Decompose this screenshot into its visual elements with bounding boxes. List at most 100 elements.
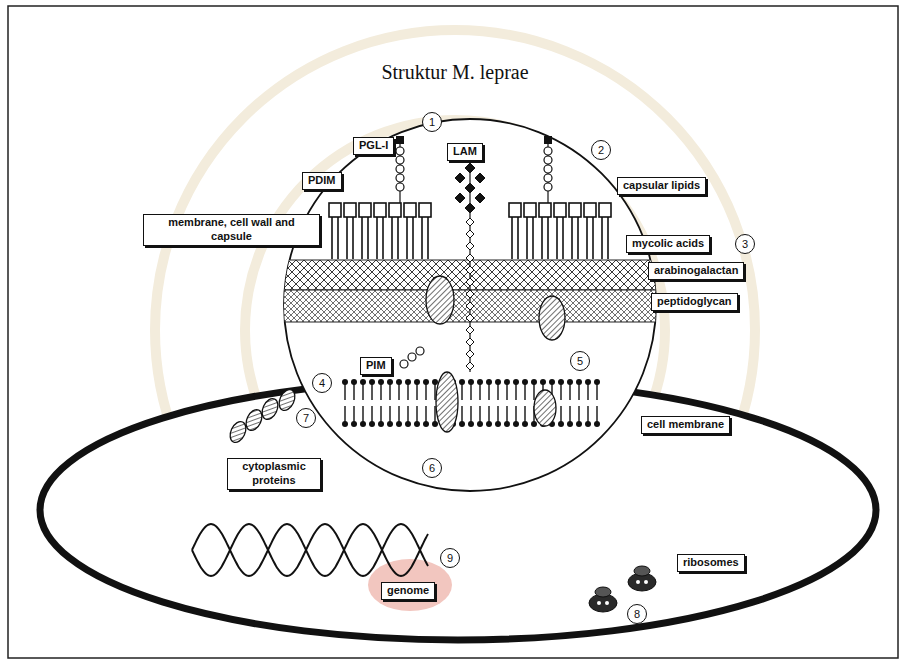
lipid-head xyxy=(369,421,375,427)
lipid-tail xyxy=(389,384,390,400)
mycolic-chain xyxy=(571,217,573,259)
label-box: LAM xyxy=(447,143,483,161)
lipid-head xyxy=(414,379,420,385)
sugar-unit xyxy=(396,174,404,182)
lipid-tail xyxy=(533,384,534,400)
sugar-unit xyxy=(466,254,474,262)
mycolic-chain xyxy=(376,217,378,259)
lipid-head xyxy=(554,203,566,217)
sugar-unit xyxy=(455,193,465,203)
lipid-head xyxy=(522,379,528,385)
label-box: ribosomes xyxy=(677,554,745,572)
mycolic-chain xyxy=(391,217,393,259)
lipid-head xyxy=(549,379,555,385)
lipid-head xyxy=(531,379,537,385)
label-text: 2 xyxy=(598,145,604,156)
mycolic-chain xyxy=(337,217,339,259)
lipid-tail xyxy=(362,384,363,400)
mycolic-chain xyxy=(361,217,363,259)
lipid-tail xyxy=(569,406,570,422)
lipid-head xyxy=(378,379,384,385)
lipid-tail xyxy=(398,406,399,422)
lipid-head xyxy=(584,203,596,217)
sugar-unit xyxy=(465,183,475,193)
mycolic-chain xyxy=(586,217,588,259)
sugar-unit xyxy=(544,136,552,144)
label-text: 9 xyxy=(447,553,453,564)
label-box: cytoplasmic proteins xyxy=(227,458,321,490)
lipid-tail xyxy=(425,406,426,422)
sugar-unit xyxy=(396,165,404,173)
label-text: genome xyxy=(387,584,429,598)
sugar-unit xyxy=(466,314,474,322)
mycolic-chain xyxy=(577,217,579,259)
lipid-tail xyxy=(506,384,507,400)
sugar-unit xyxy=(466,266,474,274)
lipid-tail xyxy=(353,384,354,400)
lipid-tail xyxy=(569,384,570,400)
lipid-head xyxy=(513,421,519,427)
sugar-unit xyxy=(408,353,416,361)
protein xyxy=(534,390,556,426)
sugar-unit xyxy=(466,218,474,226)
lipid-tail xyxy=(344,384,345,400)
label-text: 7 xyxy=(303,413,309,424)
lipid-head xyxy=(404,203,416,217)
mycolic-chain xyxy=(607,217,609,259)
mycolic-chain xyxy=(526,217,528,259)
dna-strand xyxy=(192,524,428,576)
label-text: PDIM xyxy=(308,174,336,188)
lipid-tail xyxy=(398,384,399,400)
lipid-tail xyxy=(560,406,561,422)
lipid-head xyxy=(405,379,411,385)
sugar-unit xyxy=(396,183,404,191)
lipid-tail xyxy=(515,384,516,400)
sugar-unit xyxy=(544,174,552,182)
lipid-head xyxy=(569,203,581,217)
lipid-tail xyxy=(470,406,471,422)
label-text: peptidoglycan xyxy=(657,295,732,309)
lipid-tail xyxy=(461,406,462,422)
protein xyxy=(259,396,281,422)
mycolic-chain xyxy=(592,217,594,259)
lipid-tail xyxy=(479,406,480,422)
mycolic-chain xyxy=(331,217,333,259)
label-text: PIM xyxy=(366,359,386,373)
lipid-head xyxy=(432,421,438,427)
callout-number: 2 xyxy=(591,140,611,160)
protein xyxy=(539,296,565,340)
lipid-head xyxy=(594,379,600,385)
ribosome xyxy=(597,601,601,605)
sugar-unit xyxy=(396,156,404,164)
label-box: PGL-I xyxy=(353,137,394,155)
frame xyxy=(8,6,898,658)
lipid-head xyxy=(359,203,371,217)
sugar-unit xyxy=(396,147,404,155)
lipid-head xyxy=(396,379,402,385)
lipid-tail xyxy=(425,384,426,400)
sugar-unit xyxy=(455,173,465,183)
lipid-head xyxy=(585,379,591,385)
lipid-head xyxy=(585,421,591,427)
peptidoglycan-band xyxy=(280,290,660,322)
callout-number: 1 xyxy=(422,112,442,132)
lipid-tail xyxy=(416,384,417,400)
sugar-unit xyxy=(466,290,474,298)
lipid-head xyxy=(524,203,536,217)
lipid-head xyxy=(495,421,501,427)
lipid-head xyxy=(378,421,384,427)
label-text: cytoplasmic proteins xyxy=(233,460,315,488)
ribosome xyxy=(595,587,611,597)
lipid-head xyxy=(531,421,537,427)
lipid-head xyxy=(396,421,402,427)
label-box: mycolic acids xyxy=(626,235,710,253)
lipid-tail xyxy=(560,384,561,400)
sugar-unit xyxy=(466,326,474,334)
mycolic-chain xyxy=(352,217,354,259)
mycolic-chain xyxy=(421,217,423,259)
label-box: genome xyxy=(381,582,435,600)
protein xyxy=(276,387,298,413)
mycolic-chain xyxy=(556,217,558,259)
mycolic-chain xyxy=(346,217,348,259)
label-text: mycolic acids xyxy=(632,237,704,251)
